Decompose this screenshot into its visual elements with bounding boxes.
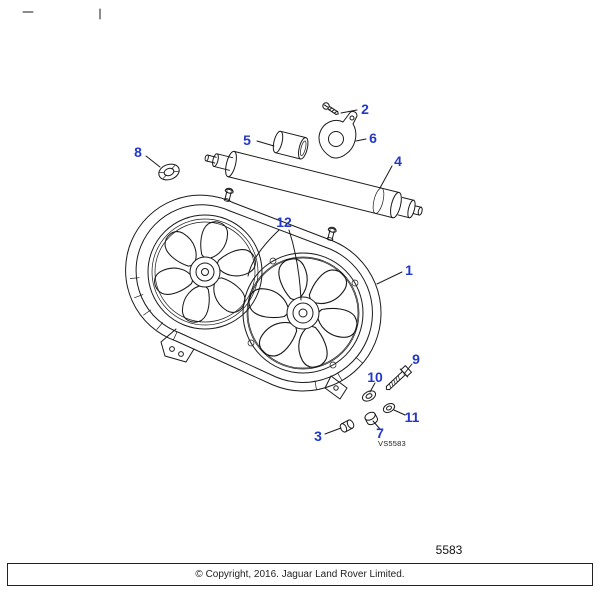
figure-code: VS5583 (378, 439, 406, 448)
fan-shroud (125, 194, 382, 392)
callout-5: 5 (243, 132, 251, 148)
clamp-screw (322, 102, 339, 115)
receiver-drier (204, 150, 423, 219)
callout-6: 6 (369, 130, 377, 146)
left-fan (150, 219, 260, 325)
mounting-foot (160, 328, 195, 363)
leader-lines (145, 109, 413, 435)
mounting-pin-right (326, 226, 337, 241)
right-fan (246, 254, 360, 372)
callout-1: 1 (405, 262, 413, 278)
callout-7: 7 (376, 425, 384, 441)
callout-11: 11 (404, 409, 420, 425)
page-number: 5583 (435, 543, 463, 557)
mounting-tab (324, 375, 348, 400)
callout-4: 4 (394, 153, 402, 169)
callout-8: 8 (134, 144, 142, 160)
callout-2: 2 (361, 101, 369, 117)
callout-3: 3 (314, 428, 322, 444)
callout-12: 12 (276, 214, 292, 230)
washer-spring (382, 402, 396, 414)
nut (364, 411, 379, 426)
washer-plain (361, 390, 377, 402)
bush (339, 419, 355, 433)
mounting-sleeve (272, 130, 309, 160)
mounting-pin-left (223, 187, 234, 202)
copyright-bar: © Copyright, 2016. Jaguar Land Rover Lim… (7, 563, 593, 586)
registration-marks (22, 8, 101, 20)
callout-9: 9 (412, 351, 420, 367)
callout-10: 10 (367, 369, 383, 385)
bolt (385, 365, 412, 391)
clamp-bracket (318, 111, 358, 159)
copyright-text: © Copyright, 2016. Jaguar Land Rover Lim… (195, 569, 405, 580)
grommet (158, 163, 180, 181)
